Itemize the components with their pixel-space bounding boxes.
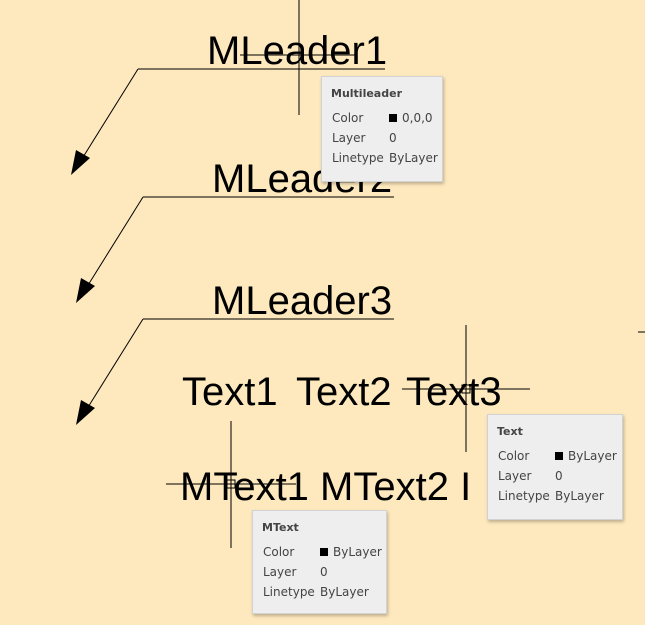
tooltip-label: Linetype (263, 585, 315, 599)
tooltip-title: Multileader (331, 87, 402, 100)
arrowhead-icon (71, 150, 90, 175)
tooltip-label: Layer (332, 131, 366, 145)
text-entity-2[interactable]: Text2 (296, 370, 392, 414)
mleader-3[interactable] (76, 318, 394, 425)
tooltip-value: ByLayer (389, 151, 438, 165)
crosshair-cursor-icon (240, 0, 355, 115)
color-swatch-icon (555, 452, 563, 460)
tooltip-value: 0 (320, 565, 328, 579)
tooltip-value: ByLayer (555, 489, 604, 503)
tooltip-row-color: Color 0,0,0 (322, 108, 442, 128)
tooltip-row-layer: Layer 0 (253, 562, 386, 582)
mtext-entity[interactable]: MText1 MText2 I (180, 465, 472, 509)
tooltip-label: Color (263, 545, 295, 559)
tooltip-label: Linetype (332, 151, 384, 165)
arrowhead-icon (76, 278, 95, 303)
crosshair-cursor-icon (166, 421, 296, 548)
tooltip-value: ByLayer (568, 449, 617, 463)
tooltip-title: MText (262, 521, 299, 534)
text-properties-tooltip: Text Color ByLayer Layer 0 Linetype ByLa… (487, 414, 623, 520)
mleader-1[interactable] (71, 68, 385, 175)
text-entity-1[interactable]: Text1 (182, 370, 278, 414)
mtext-properties-tooltip: MText Color ByLayer Layer 0 Linetype ByL… (252, 510, 387, 614)
tooltip-row-color: Color ByLayer (488, 446, 622, 466)
arrowhead-icon (76, 400, 95, 425)
tooltip-value: 0 (389, 131, 397, 145)
tooltip-row-linetype: Linetype ByLayer (322, 148, 442, 168)
tooltip-row-layer: Layer 0 (322, 128, 442, 148)
tooltip-label: Layer (498, 469, 532, 483)
tooltip-label: Layer (263, 565, 297, 579)
tooltip-label: Color (332, 111, 364, 125)
mleader-text-1[interactable]: MLeader1 (207, 29, 388, 73)
multileader-properties-tooltip: Multileader Color 0,0,0 Layer 0 Linetype… (321, 76, 443, 182)
tooltip-value: 0,0,0 (402, 111, 433, 125)
tooltip-title: Text (497, 425, 523, 438)
tooltip-row-color: Color ByLayer (253, 542, 386, 562)
color-swatch-icon (389, 114, 397, 122)
tooltip-row-linetype: Linetype ByLayer (488, 486, 622, 506)
text-entity-3[interactable]: Text3 (406, 370, 502, 414)
tooltip-value: ByLayer (333, 545, 382, 559)
tooltip-row-linetype: Linetype ByLayer (253, 582, 386, 602)
tooltip-label: Linetype (498, 489, 550, 503)
tooltip-value: 0 (555, 469, 563, 483)
mleader-text-3[interactable]: MLeader3 (212, 279, 393, 323)
tooltip-label: Color (498, 449, 530, 463)
color-swatch-icon (320, 548, 328, 556)
mleader-2[interactable] (76, 196, 394, 303)
tooltip-value: ByLayer (320, 585, 369, 599)
crosshair-cursor-icon (402, 325, 530, 452)
tooltip-row-layer: Layer 0 (488, 466, 622, 486)
